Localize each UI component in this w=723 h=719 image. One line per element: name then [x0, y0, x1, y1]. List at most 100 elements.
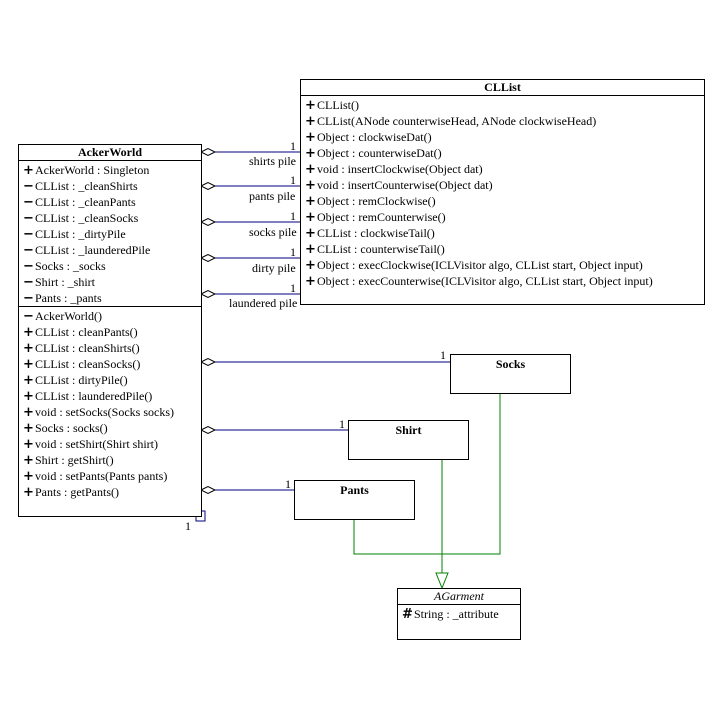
operation-row: +void : setSocks(Socks socks) [19, 404, 201, 420]
operation-row: +CLList(ANode counterwiseHead, ANode clo… [301, 113, 704, 129]
operation-row: +CLList : cleanShirts() [19, 340, 201, 356]
class-agarment[interactable]: AGarment #String : _attribute [397, 588, 521, 640]
attribute-text: CLList : _dirtyPile [35, 227, 126, 241]
diamond-shirt [199, 425, 217, 435]
operation-row: +CLList : cleanPants() [19, 324, 201, 340]
operation-text: AckerWorld() [35, 309, 103, 323]
attribute-text: Socks : _socks [35, 259, 106, 273]
diamond-socks-pile [199, 217, 217, 227]
role-shirts-pile: shirts pile [249, 154, 296, 168]
operation-text: CLList : dirtyPile() [35, 373, 128, 387]
operation-row: +void : setPants(Pants pants) [19, 468, 201, 484]
attribute-row: −Socks : _socks [19, 258, 201, 274]
diamond-laundered-pile [199, 289, 217, 299]
diamond-shirts-pile [199, 147, 217, 157]
class-name-cllist: CLList [301, 80, 704, 96]
operation-text: Object : counterwiseDat() [317, 146, 442, 160]
operation-row: +CLList : dirtyPile() [19, 372, 201, 388]
role-pants-pile: pants pile [249, 189, 296, 203]
multiplicity-dirty-pile: 1 [290, 245, 296, 259]
multiplicity-self-association: 1 [185, 519, 191, 533]
visibility-marker: + [305, 98, 316, 113]
diamond-dirty-pile [199, 253, 217, 263]
visibility-marker: + [23, 453, 34, 468]
class-cllist[interactable]: CLList +CLList() +CLList(ANode counterwi… [300, 79, 705, 305]
operation-text: CLList(ANode counterwiseHead, ANode cloc… [317, 114, 597, 128]
multiplicity-laundered-pile: 1 [290, 281, 296, 295]
ackerworld-attributes: +AckerWorld : Singleton −CLList : _clean… [19, 161, 201, 306]
visibility-marker: + [305, 178, 316, 193]
visibility-marker: + [305, 210, 316, 225]
visibility-marker: + [305, 162, 316, 177]
multiplicity-socks-pile: 1 [290, 209, 296, 223]
attribute-text: Shirt : _shirt [35, 275, 96, 289]
visibility-marker: + [23, 485, 34, 500]
attribute-text: Pants : _pants [35, 291, 102, 305]
class-name-ackerworld: AckerWorld [19, 145, 201, 161]
diamond-pants [199, 485, 217, 495]
operation-text: CLList : clockwiseTail() [317, 226, 435, 240]
visibility-marker: − [23, 211, 34, 226]
operation-text: Socks : socks() [35, 421, 108, 435]
multiplicity-pants-pile: 1 [290, 173, 296, 187]
operation-row: +CLList : launderedPile() [19, 388, 201, 404]
diamond-socks [199, 357, 217, 367]
visibility-marker: + [305, 114, 316, 129]
operation-row: +CLList : counterwiseTail() [301, 241, 704, 257]
operation-text: Object : remCounterwise() [317, 210, 446, 224]
operation-text: CLList() [317, 98, 359, 112]
attribute-text: CLList : _cleanSocks [35, 211, 139, 225]
class-socks[interactable]: Socks [450, 354, 571, 394]
operation-row: +CLList : clockwiseTail() [301, 225, 704, 241]
class-pants[interactable]: Pants [294, 480, 415, 520]
class-name-agarment: AGarment [398, 589, 520, 605]
attribute-row: −CLList : _dirtyPile [19, 226, 201, 242]
visibility-marker: + [305, 242, 316, 257]
attribute-row: −Pants : _pants [19, 290, 201, 306]
role-laundered-pile: laundered pile [229, 296, 298, 310]
attribute-text: CLList : _launderedPile [35, 243, 151, 257]
attribute-row: −Shirt : _shirt [19, 274, 201, 290]
operation-text: Object : clockwiseDat() [317, 130, 432, 144]
gen-line-socks [442, 394, 501, 555]
visibility-marker: # [402, 607, 413, 622]
visibility-marker: − [23, 259, 34, 274]
visibility-marker: + [305, 130, 316, 145]
multiplicity-shirts-pile: 1 [290, 139, 296, 153]
class-ackerworld[interactable]: AckerWorld +AckerWorld : Singleton −CLLi… [18, 144, 202, 517]
attribute-text: String : _attribute [414, 607, 499, 621]
operation-text: Object : execCounterwise(ICLVisitor algo… [317, 274, 653, 288]
visibility-marker: + [305, 226, 316, 241]
visibility-marker: − [23, 291, 34, 306]
class-shirt[interactable]: Shirt [348, 420, 469, 460]
attribute-text: CLList : _cleanPants [35, 195, 136, 209]
generalization-arrowhead [435, 572, 449, 590]
visibility-marker: + [23, 325, 34, 340]
attribute-row: −CLList : _cleanShirts [19, 178, 201, 194]
operation-text: Object : execClockwise(ICLVisitor algo, … [317, 258, 643, 272]
operation-text: Shirt : getShirt() [35, 453, 114, 467]
visibility-marker: + [23, 437, 34, 452]
cllist-operations: +CLList() +CLList(ANode counterwiseHead,… [301, 96, 704, 289]
operation-text: void : setPants(Pants pants) [35, 469, 168, 483]
operation-text: CLList : cleanPants() [35, 325, 138, 339]
role-socks-pile: socks pile [249, 225, 297, 239]
visibility-marker: − [23, 243, 34, 258]
multiplicity-socks: 1 [440, 348, 446, 362]
visibility-marker: + [23, 469, 34, 484]
aggregation-diamonds [199, 147, 217, 495]
operation-row: +Shirt : getShirt() [19, 452, 201, 468]
visibility-marker: + [23, 421, 34, 436]
operation-row: +CLList() [301, 97, 704, 113]
operation-text: CLList : cleanSocks() [35, 357, 141, 371]
operation-text: CLList : counterwiseTail() [317, 242, 445, 256]
attribute-text: AckerWorld : Singleton [35, 163, 150, 177]
operation-text: void : insertClockwise(Object dat) [317, 162, 483, 176]
operation-text: CLList : launderedPile() [35, 389, 153, 403]
operation-row: +CLList : cleanSocks() [19, 356, 201, 372]
role-dirty-pile: dirty pile [252, 261, 296, 275]
operation-row: −AckerWorld() [19, 308, 201, 324]
operation-row: +Object : remClockwise() [301, 193, 704, 209]
operation-row: +Object : execClockwise(ICLVisitor algo,… [301, 257, 704, 273]
visibility-marker: + [23, 389, 34, 404]
